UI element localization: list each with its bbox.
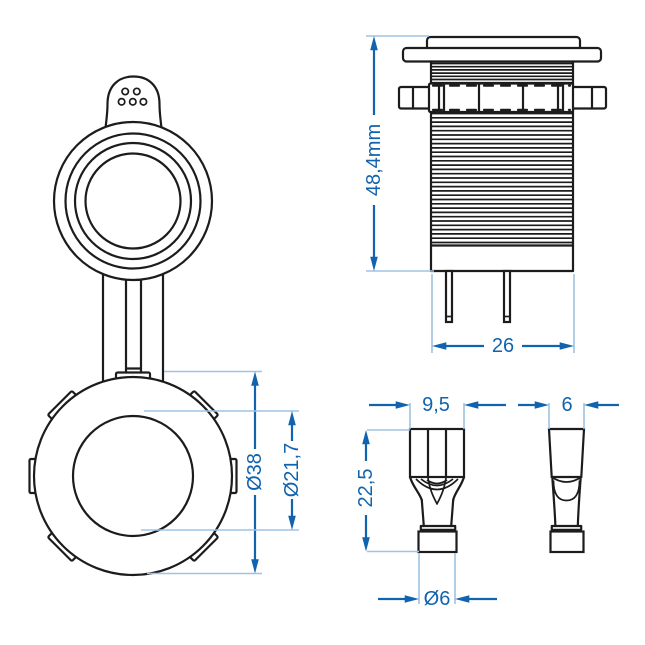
insulation-sleeve	[417, 530, 458, 554]
dimensions-layer: Ø38 Ø21,7 48,4mm 26	[141, 35, 619, 610]
arrowhead-left	[432, 342, 447, 350]
dimension-label: 6	[561, 394, 572, 416]
dimension-terminal-height: 22,5	[355, 429, 419, 553]
front-view-cap	[52, 75, 214, 387]
body-bottom-edges	[429, 244, 575, 273]
thread-lines-lower	[431, 112, 573, 244]
terminal-side-view	[547, 427, 586, 554]
nut-facet-lines	[411, 82, 594, 114]
extension-lines	[409, 403, 465, 429]
arrowhead-left	[584, 401, 599, 409]
dimension-label: 22,5	[355, 469, 377, 508]
contact-pin-left	[444, 269, 454, 324]
arrowhead-down	[370, 256, 378, 271]
receptacle-ribs	[426, 427, 448, 479]
extension-lines	[548, 403, 585, 429]
dimension-terminal-side-width: 6	[518, 394, 619, 429]
contact-pins	[444, 269, 512, 324]
dimension-body-width: 26	[431, 274, 575, 357]
tab-hole	[121, 87, 130, 96]
dimension-label: Ø6	[424, 588, 451, 610]
cap-tab-holes	[117, 87, 148, 106]
cap-ring-3	[73, 141, 193, 261]
arrowhead-left	[455, 595, 470, 603]
dimension-label: 48,4mm	[363, 124, 385, 196]
tab-hole	[128, 97, 137, 106]
arrowhead-up	[370, 36, 378, 51]
arrowhead-right	[404, 595, 419, 603]
extension-lines	[418, 553, 456, 604]
barrel-edges	[420, 498, 455, 528]
hinge-strap	[101, 272, 165, 387]
dimension-socket-inner-diameter: Ø21,7	[141, 410, 303, 531]
contact-pin-right	[502, 269, 512, 324]
arrowhead-up	[362, 430, 370, 445]
extension-lines	[431, 274, 575, 353]
dimension-label: Ø21,7	[281, 443, 303, 497]
tab-hole	[117, 97, 126, 106]
dimension-socket-outer-diameter: Ø38	[147, 370, 266, 575]
extension-lines	[366, 35, 434, 272]
nut-center	[427, 82, 575, 114]
arrowhead-right	[534, 401, 549, 409]
crimp-transition-edges	[408, 475, 466, 502]
tab-hole	[139, 97, 148, 106]
arrowhead-up	[288, 411, 296, 426]
cap-ring-inner	[84, 152, 182, 250]
arrowhead-up	[251, 371, 259, 386]
extension-lines	[141, 410, 299, 531]
dimension-label: Ø38	[244, 453, 266, 491]
mounting-flange	[401, 46, 603, 63]
dimension-label: 26	[492, 335, 514, 357]
side-view	[397, 35, 608, 324]
cap-pull-tab	[104, 75, 163, 129]
arrowhead-down	[251, 559, 259, 574]
thread-lines-upper	[431, 62, 573, 84]
arrowhead-down	[288, 515, 296, 530]
mounting-nut	[397, 82, 608, 114]
tab-hole	[132, 87, 141, 96]
receptacle-box	[408, 427, 466, 479]
dimension-label: 9,5	[422, 394, 450, 416]
crimp-band	[550, 524, 583, 531]
extension-lines	[367, 429, 419, 553]
arrowhead-left	[464, 401, 479, 409]
front-view-socket-body	[28, 371, 238, 577]
insulation-sleeve	[549, 530, 585, 554]
cap-ring-outer	[52, 120, 214, 282]
socket-bore	[71, 414, 195, 538]
crimp-band	[419, 524, 457, 531]
cap-ring-2	[64, 132, 202, 270]
arrowhead-right	[559, 342, 574, 350]
socket-outline	[32, 375, 234, 577]
barrel-edges	[551, 477, 582, 528]
dimension-body-height: 48,4mm	[363, 35, 434, 272]
dimension-terminal-barrel-diameter: Ø6	[378, 553, 497, 610]
rolled-edge-arcs	[551, 476, 582, 502]
receptacle-profile	[547, 427, 586, 479]
dimension-terminal-width: 9,5	[369, 394, 506, 429]
terminal-front-view	[408, 427, 466, 554]
nut-knurl-dashes	[431, 84, 572, 111]
arrowhead-down	[362, 537, 370, 552]
arrowhead-right	[395, 401, 410, 409]
extension-lines	[147, 370, 262, 575]
crimp-detail-arcs	[415, 477, 459, 505]
